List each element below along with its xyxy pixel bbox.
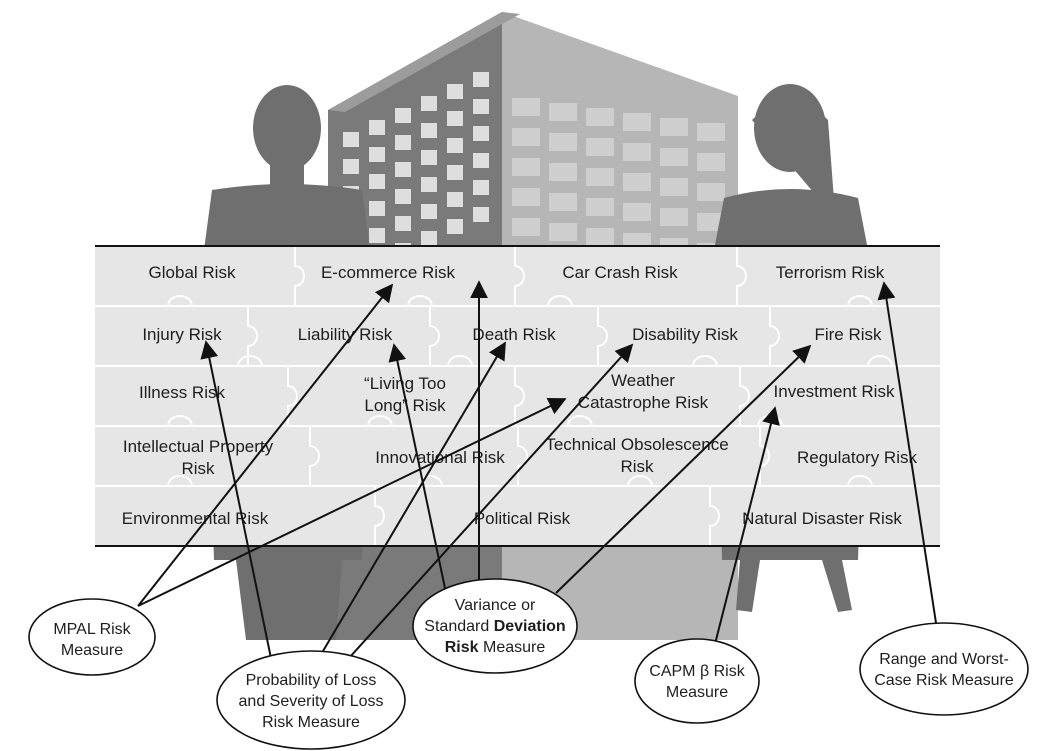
building-windows-left [343, 72, 489, 282]
oval-variance-deviation-measure: Variance or Standard Deviation Risk Meas… [412, 578, 578, 674]
arrow-range-to-terrorism [877, 281, 939, 637]
arrow-variance-to-fire [555, 344, 812, 594]
label-liability-risk: Liability Risk [298, 325, 393, 344]
probability-label-line-2: and Severity of Loss [239, 693, 384, 710]
arrow-variance-to-liability [388, 343, 447, 594]
label-injury-risk: Injury Risk [142, 325, 222, 344]
building-windows-right [512, 98, 725, 261]
label-terrorism-risk: Terrorism Risk [776, 263, 885, 282]
label-ecommerce-risk: E-commerce Risk [321, 263, 456, 282]
mpal-label-line-1: MPAL Risk [53, 621, 131, 638]
label-natural-disaster-risk: Natural Disaster Risk [742, 509, 902, 528]
label-fire-risk: Fire Risk [814, 325, 882, 344]
label-death-risk: Death Risk [472, 325, 556, 344]
arrows [137, 280, 939, 669]
puzzle-wall [95, 245, 940, 547]
variance-label-line-2: Standard Deviation [424, 618, 565, 635]
capm-label-line-1: CAPM β Risk [649, 663, 745, 680]
mpal-label-line-2: Measure [61, 642, 123, 659]
range-label-line-2: Case Risk Measure [874, 672, 1014, 689]
measure-ovals: MPAL Risk Measure Probability of Loss an… [28, 578, 1029, 750]
label-car-crash-risk: Car Crash Risk [562, 263, 678, 282]
oval-capm-beta-measure: CAPM β Risk Measure [634, 638, 760, 724]
label-global-risk: Global Risk [149, 263, 236, 282]
arrow-capm-to-investment [714, 406, 780, 645]
label-weather-catastrophe-risk-line-1: Weather [611, 371, 675, 390]
risk-labels: Global Risk E-commerce Risk Car Crash Ri… [122, 263, 918, 528]
range-label-line-1: Range and Worst- [879, 651, 1009, 668]
label-illness-risk: Illness Risk [139, 383, 225, 402]
label-intellectual-property-risk-line-2: Risk [181, 459, 215, 478]
arrow-probability-to-injury [200, 340, 274, 669]
label-investment-risk: Investment Risk [774, 382, 895, 401]
arrow-mpal-to-ecommerce [137, 283, 394, 607]
label-technical-obsolescence-risk-line-1: Technical Obsolescence [545, 435, 728, 454]
arrow-probability-to-disability [339, 343, 634, 669]
capm-label-line-2: Measure [666, 684, 728, 701]
label-technical-obsolescence-risk-line-2: Risk [620, 457, 654, 476]
variance-label-line-3: Risk Measure [445, 639, 546, 656]
variance-label-line-1: Variance or [455, 597, 536, 614]
oval-mpal-risk-measure: MPAL Risk Measure [28, 598, 156, 676]
probability-label-line-1: Probability of Loss [246, 672, 377, 689]
label-regulatory-risk: Regulatory Risk [797, 448, 917, 467]
arrow-probability-to-death [312, 341, 506, 669]
oval-probability-severity-measure: Probability of Loss and Severity of Loss… [216, 650, 406, 750]
label-intellectual-property-risk-line-1: Intellectual Property [123, 437, 274, 456]
probability-label-line-3: Risk Measure [262, 714, 360, 731]
arrow-mpal-to-weather-catastrophe [137, 397, 567, 607]
label-political-risk: Political Risk [474, 509, 571, 528]
label-weather-catastrophe-risk-line-2: Catastrophe Risk [578, 393, 709, 412]
label-living-too-long-risk-line-2: Long” Risk [364, 396, 446, 415]
label-innovational-risk: Innovational Risk [375, 448, 505, 467]
label-disability-risk: Disability Risk [632, 325, 738, 344]
label-environmental-risk: Environmental Risk [122, 509, 269, 528]
label-living-too-long-risk-line-1: “Living Too [364, 374, 446, 393]
oval-range-worst-case-measure: Range and Worst- Case Risk Measure [859, 622, 1029, 716]
